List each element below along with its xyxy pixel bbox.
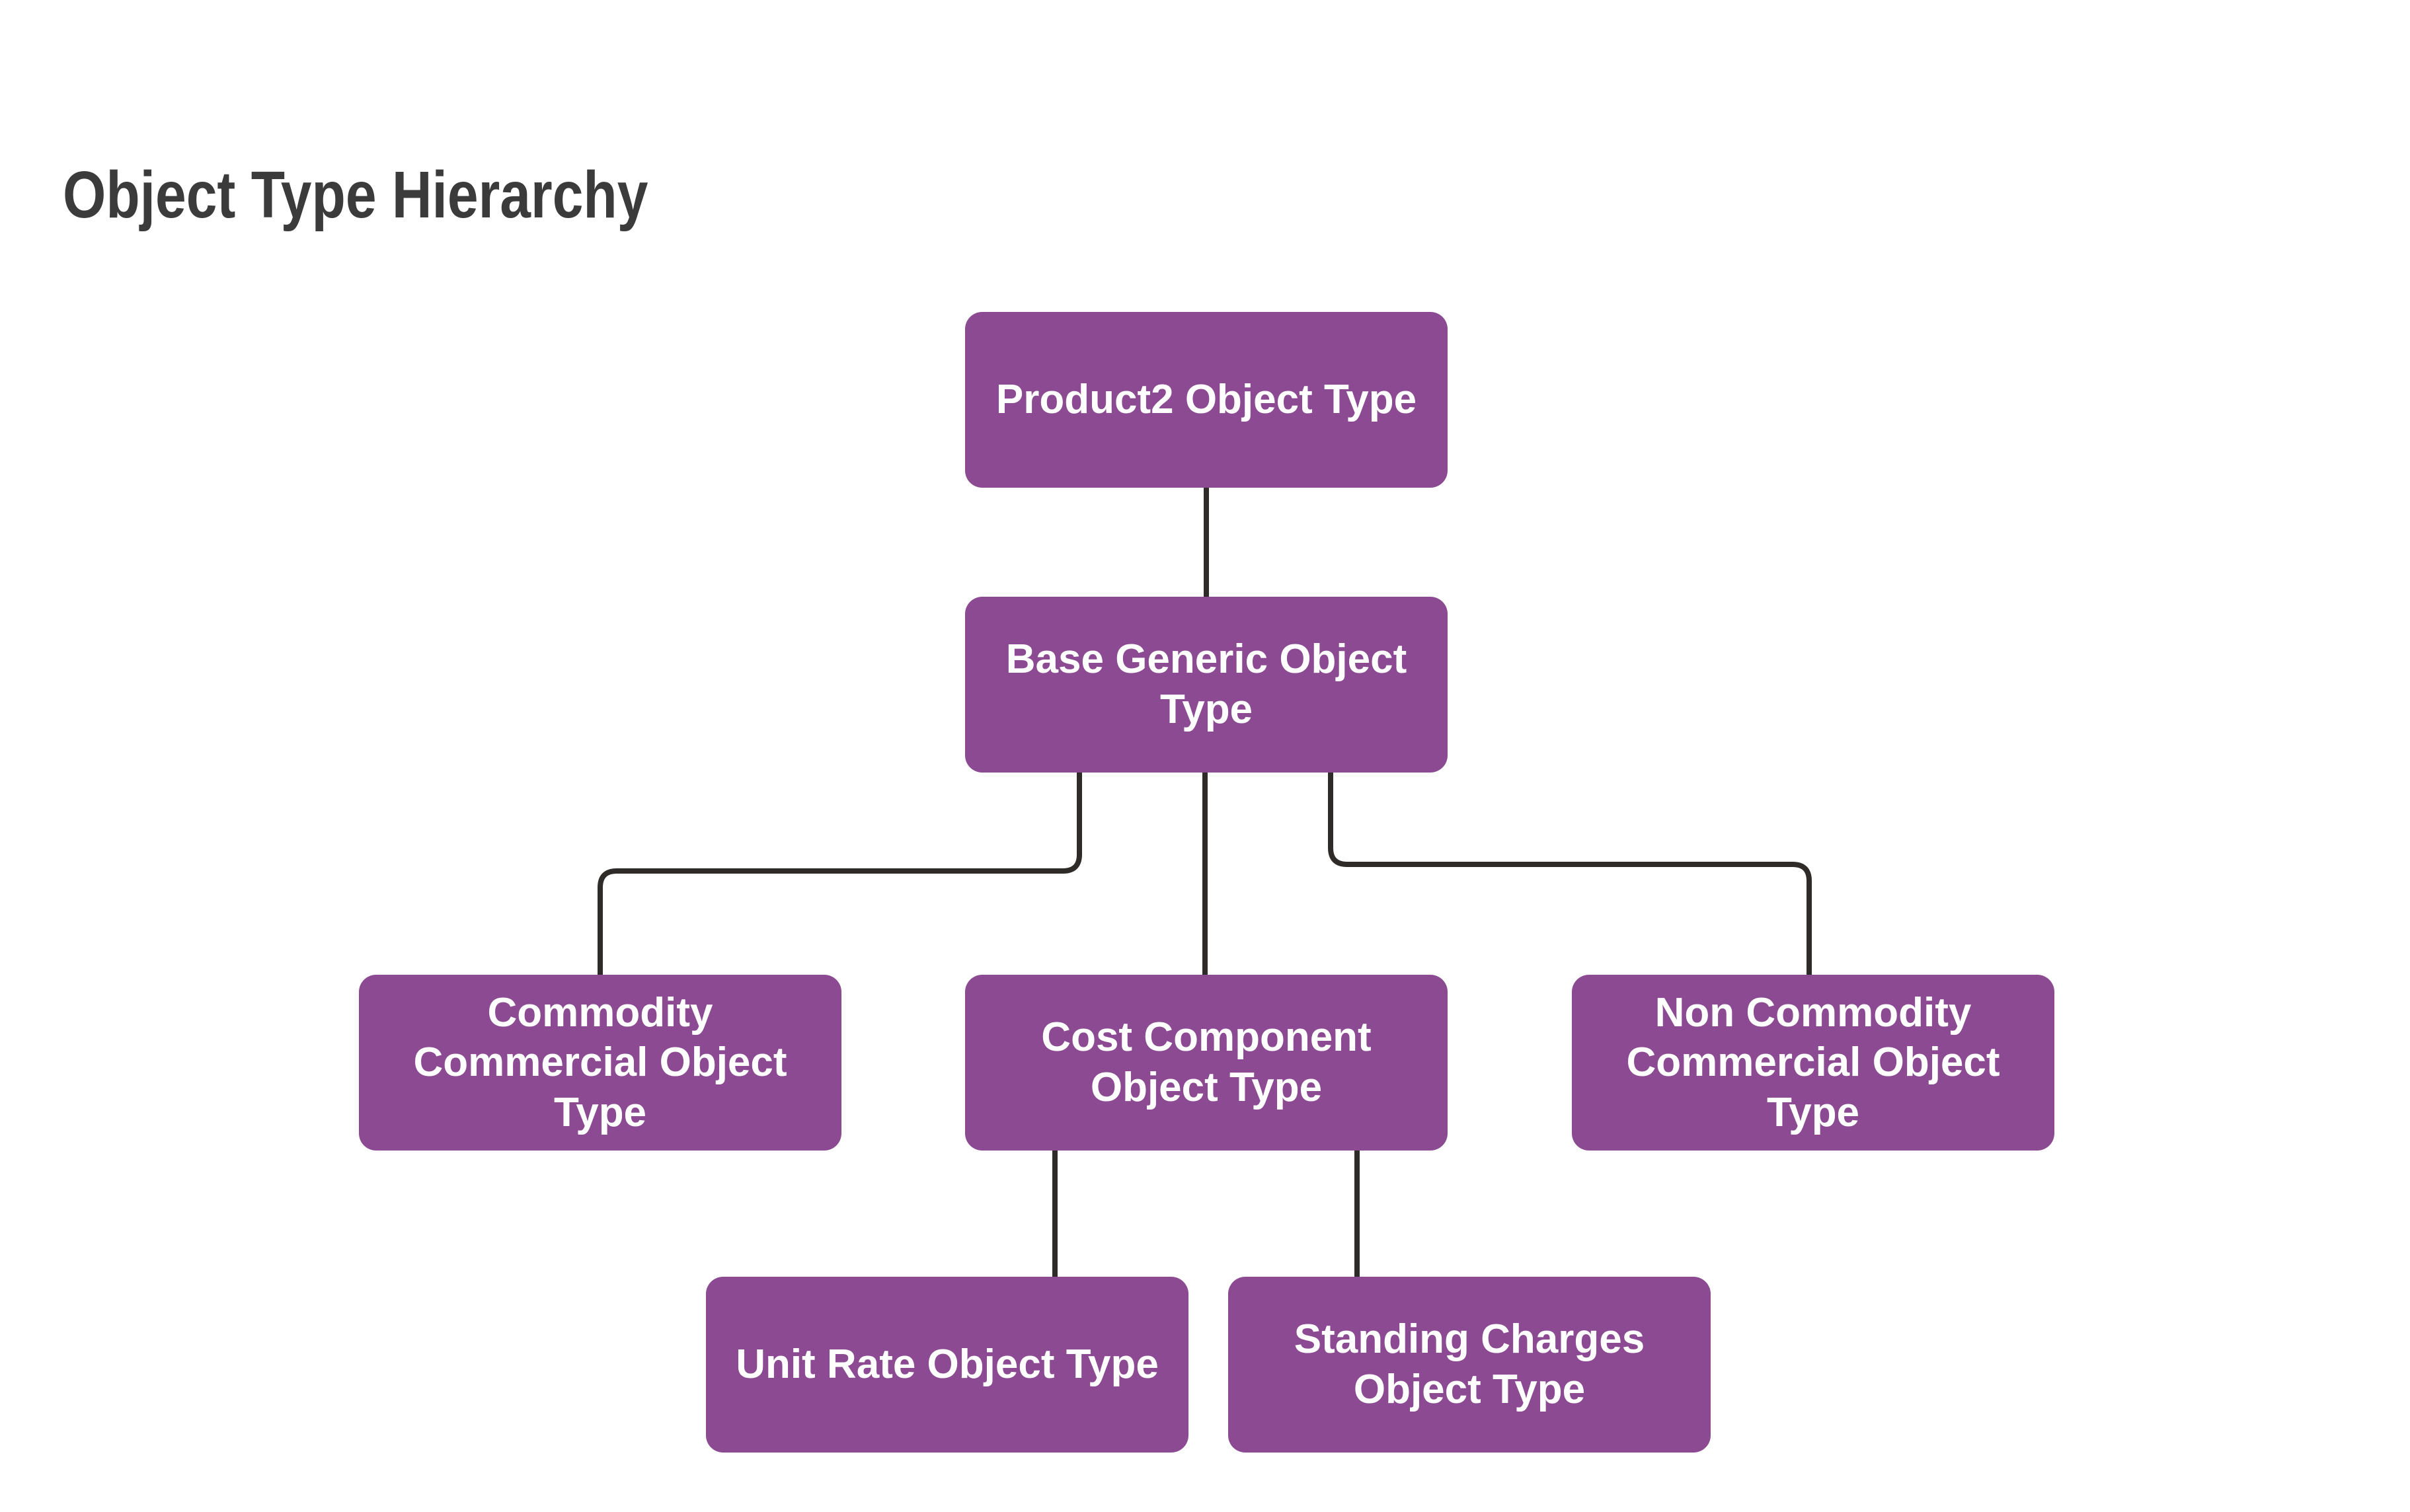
- edge-base-generic-to-commodity: [598, 773, 1082, 975]
- node-product2-object-type: Product2 Object Type: [965, 312, 1448, 488]
- node-non-commodity-commercial-object-type: Non Commodity Commercial Object Type: [1572, 975, 2054, 1151]
- node-base-generic-object-type: Base Generic Object Type: [965, 597, 1448, 773]
- node-cost-component-object-type: Cost Component Object Type: [965, 975, 1448, 1151]
- node-unit-rate-object-type: Unit Rate Object Type: [706, 1277, 1188, 1453]
- node-standing-charges-object-type: Standing Charges Object Type: [1228, 1277, 1711, 1453]
- node-commodity-commercial-object-type: Commodity Commercial Object Type: [359, 975, 841, 1151]
- page-title: Object Type Hierarchy: [63, 158, 648, 232]
- edge-base-generic-to-non-commodity: [1328, 773, 1812, 975]
